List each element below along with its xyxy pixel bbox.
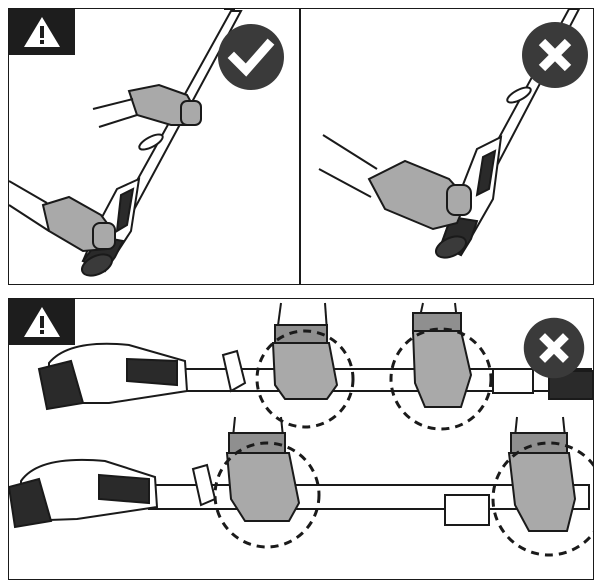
upper-handle-clip [221, 349, 247, 393]
warning-badge [9, 9, 75, 55]
panel-incorrect-hand-position [8, 298, 594, 580]
warning-triangle-icon [24, 307, 60, 337]
shaft-collar [138, 133, 164, 151]
trimmer-illustrations [9, 302, 593, 557]
lower-guard [9, 477, 53, 529]
glove-hand-3 [225, 416, 301, 522]
lower-trimmer [9, 458, 590, 529]
lower-glove-hand [9, 180, 116, 253]
trimmer-illustration [9, 9, 243, 277]
warning-badge [9, 299, 75, 345]
warning-triangle-icon [24, 17, 60, 47]
upper-guard [37, 359, 85, 411]
upper-motor-housing [48, 342, 189, 404]
panel-correct-grip [8, 8, 300, 285]
dashed-circle-icon [213, 327, 593, 557]
glove-hand-2 [411, 302, 473, 408]
upper-glove-hand [92, 83, 202, 128]
lower-shaft-connector [444, 494, 490, 526]
lower-motor-housing [20, 458, 159, 523]
glove-hand-1 [271, 302, 339, 400]
upper-shaft-connector [492, 368, 534, 394]
glove-hand [318, 134, 472, 231]
glove-hand-4 [507, 416, 577, 532]
cross-icon [522, 22, 588, 88]
cross-icon [523, 317, 585, 379]
panel-incorrect-grip [300, 8, 594, 285]
checkmark-icon [218, 24, 284, 90]
shaft-collar [506, 86, 532, 104]
